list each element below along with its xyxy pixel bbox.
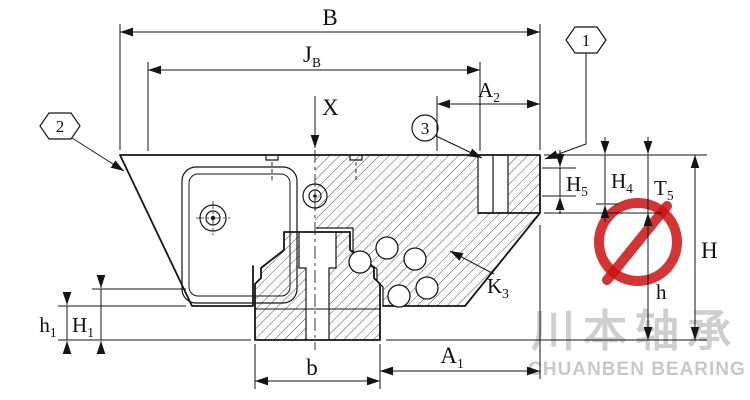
watermark: 川本轴承 CHUANBEN BEARING	[528, 198, 746, 380]
dimension-H4: H4	[544, 137, 707, 222]
rail-outline	[254, 231, 381, 341]
carriage-inner-profile	[316, 227, 384, 306]
dim-label-H: H	[701, 238, 718, 263]
ball-5	[387, 284, 411, 308]
dim-label-H4: H4	[611, 169, 633, 196]
dimension-A1: A1	[380, 225, 541, 379]
dim-label-h1: h1	[39, 313, 56, 340]
watermark-logo-slash-icon	[602, 201, 672, 285]
dimension-H: H	[386, 155, 718, 341]
dimension-h: h	[643, 213, 667, 340]
callout-2: 2	[39, 112, 125, 172]
ball-3	[403, 247, 427, 271]
end-seal-lines	[477, 155, 509, 213]
dim-label-X: X	[322, 95, 339, 120]
leader-line	[449, 250, 495, 275]
callout-1: 1	[544, 26, 607, 160]
callout-3: 3	[411, 114, 483, 159]
ball-2	[375, 236, 399, 260]
rail-bolt-hole	[299, 232, 336, 340]
leader-line	[544, 53, 587, 160]
end-cap-inner-outline	[188, 173, 291, 297]
grease-fitting-center	[313, 194, 317, 198]
dimension-H5: H5	[542, 150, 588, 214]
dim-label-h: h	[656, 280, 667, 304]
dimension-T5: T5	[544, 137, 674, 214]
leader-line	[71, 137, 125, 172]
rail-bolt-hole-edges	[298, 232, 337, 340]
dimension-b: b	[254, 344, 381, 389]
dimension-A2: A2	[436, 78, 540, 151]
retainer-section-hatch	[508, 155, 540, 213]
dim-label-H5: H5	[566, 172, 588, 199]
dimension-h1: h1	[39, 292, 251, 354]
leader-line	[435, 135, 483, 159]
end-cap-outline	[181, 166, 298, 304]
ball-bearings	[348, 236, 439, 308]
watermark-chinese-text: 川本轴承	[531, 306, 739, 357]
watermark-english-text: CHUANBEN BEARING	[528, 359, 746, 380]
section-arrow-X: X	[310, 95, 339, 148]
dim-label-A1: A1	[440, 343, 463, 371]
dimension-JB: JB	[147, 42, 481, 151]
watermark-logo-ring-icon	[594, 198, 682, 286]
dimension-K3: K3	[449, 250, 509, 301]
hexagon-balloon-icon	[565, 26, 607, 54]
dim-label-JB: JB	[303, 42, 321, 70]
dim-label-A2: A2	[478, 78, 500, 105]
ball-1	[348, 250, 372, 274]
dimension-B: B	[119, 5, 541, 150]
hexagon-balloon-icon	[39, 112, 81, 140]
dim-label-T5: T5	[654, 176, 674, 203]
top-notch-left	[265, 155, 279, 161]
callout-1-number: 1	[582, 31, 591, 50]
callout-3-number: 3	[421, 119, 430, 138]
callout-2-number: 2	[56, 117, 65, 136]
dim-label-B: B	[322, 5, 337, 30]
dim-label-K3: K3	[487, 274, 509, 301]
dimension-H1: H1	[72, 275, 186, 354]
carriage-body	[119, 154, 541, 341]
ball-4	[415, 276, 439, 300]
dim-label-b: b	[306, 355, 318, 380]
circle-balloon-icon	[411, 114, 439, 142]
top-notch-right	[349, 155, 363, 161]
dim-label-H1: H1	[72, 313, 94, 340]
carriage-outline	[119, 154, 541, 307]
